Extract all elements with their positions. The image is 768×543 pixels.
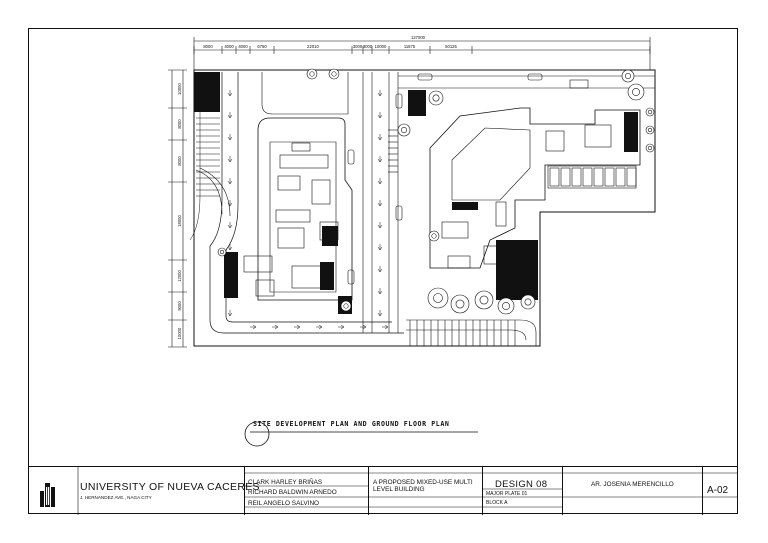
- university-address: J. HERNANDEZ AVE., NAGA CITY: [80, 495, 152, 500]
- university-name: UNIVERSITY OF NUEVA CACERES: [80, 481, 260, 493]
- plan-title: SITE DEVELOPMENT PLAN AND GROUND FLOOR P…: [253, 420, 450, 428]
- plate-name: MAJOR PLATE 01: [486, 491, 528, 497]
- top-dimension-label: 3000: [353, 44, 363, 49]
- student-name: RICHARD BALDWIN ARNEDO: [248, 489, 337, 496]
- left-dimension-label: 18000: [177, 215, 182, 227]
- overall-dimension-label: 127000: [411, 35, 426, 40]
- left-dimension-label: 8000: [177, 156, 182, 166]
- block-name: BLOCK A: [486, 500, 508, 506]
- sheet-number-cell: A-02: [702, 467, 738, 515]
- top-dimension-label: 50125: [445, 44, 457, 49]
- project-title-cell: A PROPOSED MIXED-USE MULTI LEVEL BUILDIN…: [368, 467, 482, 515]
- students-cell: CLARK HARLEY BRIÑAS RICHARD BALDWIN ARNE…: [244, 467, 368, 515]
- project-title-line: A PROPOSED MIXED-USE MULTI: [373, 479, 473, 486]
- university-logo-icon: [40, 483, 55, 507]
- student-name: CLARK HARLEY BRIÑAS: [248, 479, 323, 486]
- student-name: REIL ANGELO SALVINO: [248, 500, 320, 507]
- instructor-cell: AR. JOSENIA MERENCILLO: [562, 467, 702, 515]
- title-block: UNIVERSITY OF NUEVA CACERES J. HERNANDEZ…: [28, 466, 738, 515]
- top-dimension-label: 10000: [375, 44, 387, 49]
- drawing-sheet-border: [28, 28, 738, 514]
- top-dimension-label: 4000: [238, 44, 248, 49]
- sheet-number: A-02: [707, 485, 729, 496]
- top-dimension-label: 6750: [257, 44, 267, 49]
- top-dimension-label: 4000: [224, 44, 234, 49]
- subject-name: DESIGN 08: [495, 479, 548, 490]
- top-dimension-label: 3000: [363, 44, 373, 49]
- title-block-grid: [77, 467, 738, 515]
- project-title-line: LEVEL BUILDING: [373, 486, 425, 493]
- left-dimension-label: 10000: [177, 327, 182, 339]
- top-dimension-label: 11875: [404, 44, 416, 49]
- left-dimension-label: 12000: [177, 270, 182, 282]
- left-dimension-label: 8000: [177, 119, 182, 129]
- left-dimension-label: 9000: [177, 301, 182, 311]
- top-dimension-label: 22010: [307, 44, 319, 49]
- instructor-name: AR. JOSENIA MERENCILLO: [591, 481, 674, 488]
- top-dimension-label: 8000: [203, 44, 213, 49]
- left-dimension-label: 10000: [177, 83, 182, 95]
- subject-cell: DESIGN 08 MAJOR PLATE 01 BLOCK A: [482, 467, 562, 515]
